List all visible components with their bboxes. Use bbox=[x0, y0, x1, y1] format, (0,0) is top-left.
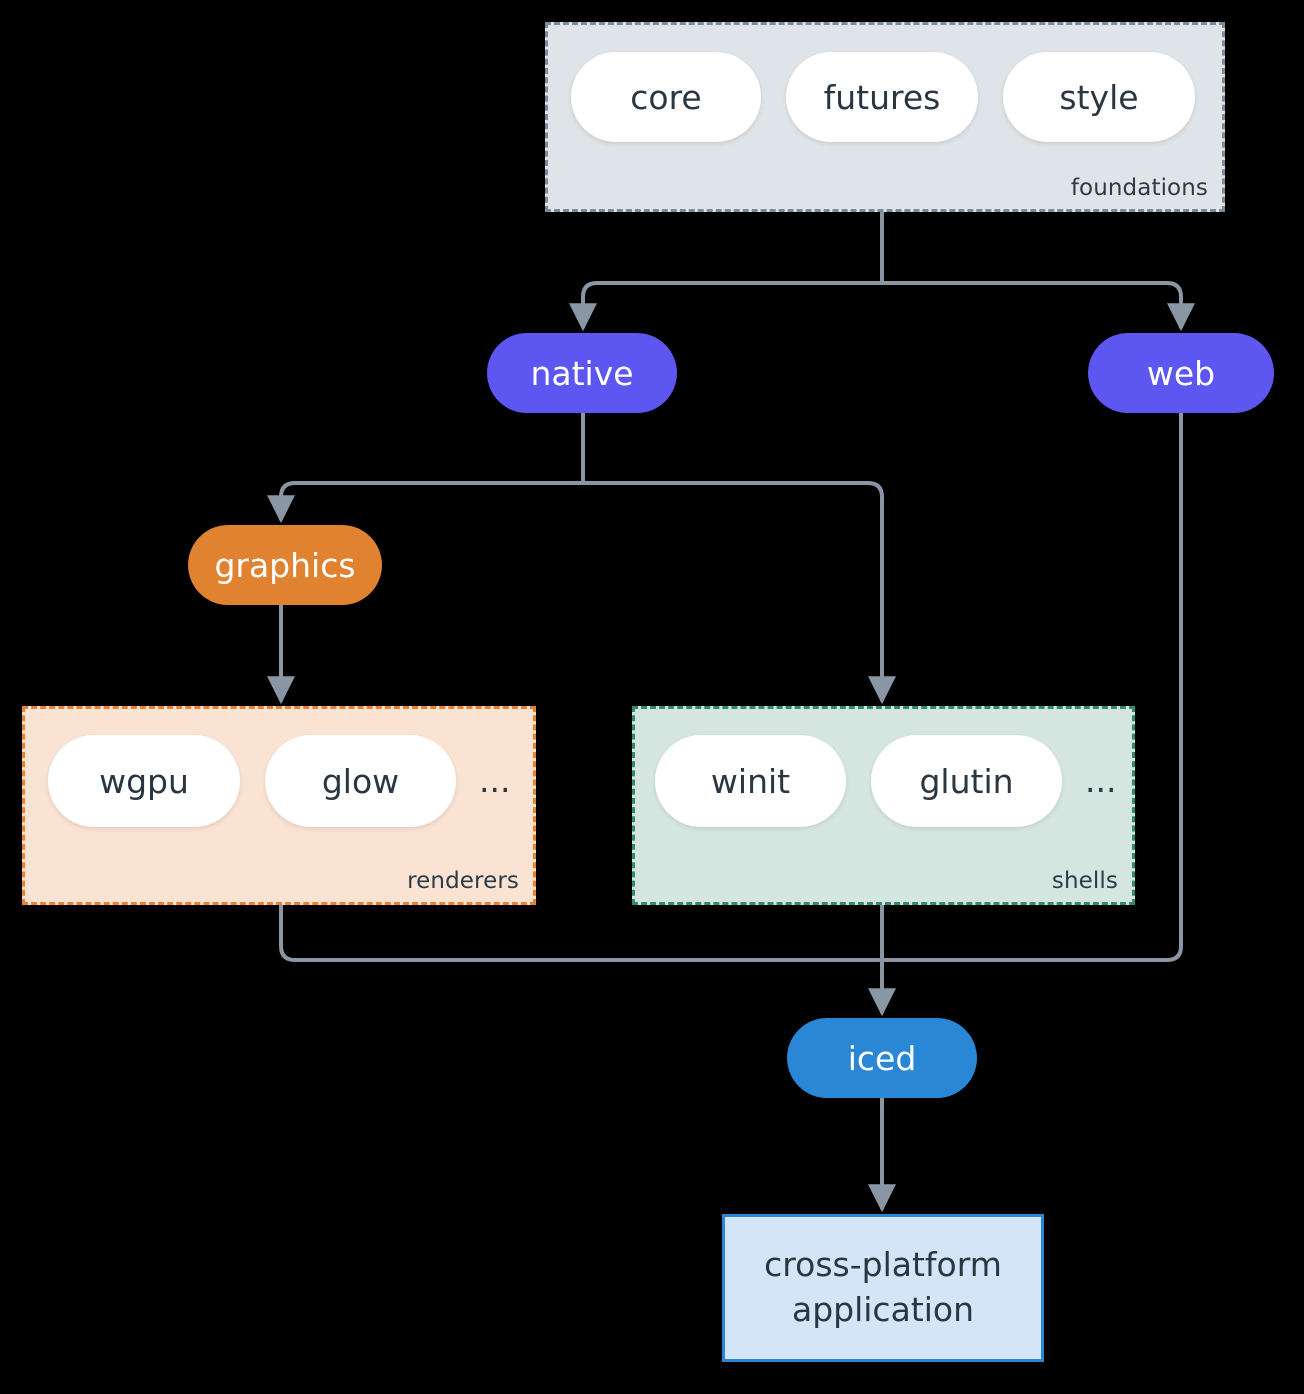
node-graphics[interactable]: graphics bbox=[188, 525, 382, 605]
edge-native-to-shells bbox=[581, 481, 896, 705]
cluster-renderers-label: renderers bbox=[407, 868, 519, 894]
shells-ellipsis: ... bbox=[1085, 761, 1117, 800]
application-line-2: application bbox=[791, 1290, 975, 1329]
node-style[interactable]: style bbox=[1003, 52, 1195, 142]
node-glow[interactable]: glow bbox=[265, 735, 456, 827]
renderers-ellipsis: ... bbox=[479, 761, 511, 800]
application-line-1: cross-platform bbox=[764, 1245, 1002, 1285]
node-winit[interactable]: winit bbox=[655, 735, 846, 827]
edge-native-to-graphics bbox=[267, 481, 585, 524]
node-futures[interactable]: futures bbox=[786, 52, 978, 142]
node-wgpu[interactable]: wgpu bbox=[48, 735, 240, 827]
edge-foundations-to-native bbox=[569, 281, 884, 332]
cluster-shells-label: shells bbox=[1051, 868, 1118, 894]
node-cross-platform-application[interactable]: cross-platform application bbox=[722, 1214, 1044, 1362]
node-core[interactable]: core bbox=[571, 52, 761, 142]
node-native[interactable]: native bbox=[487, 333, 677, 413]
cluster-foundations-label: foundations bbox=[1070, 175, 1208, 201]
node-web[interactable]: web bbox=[1088, 333, 1274, 413]
node-iced[interactable]: iced bbox=[787, 1018, 977, 1098]
edge-renderers-to-iced bbox=[279, 903, 884, 962]
node-glutin[interactable]: glutin bbox=[871, 735, 1062, 827]
edge-foundations-to-web bbox=[880, 281, 1195, 332]
